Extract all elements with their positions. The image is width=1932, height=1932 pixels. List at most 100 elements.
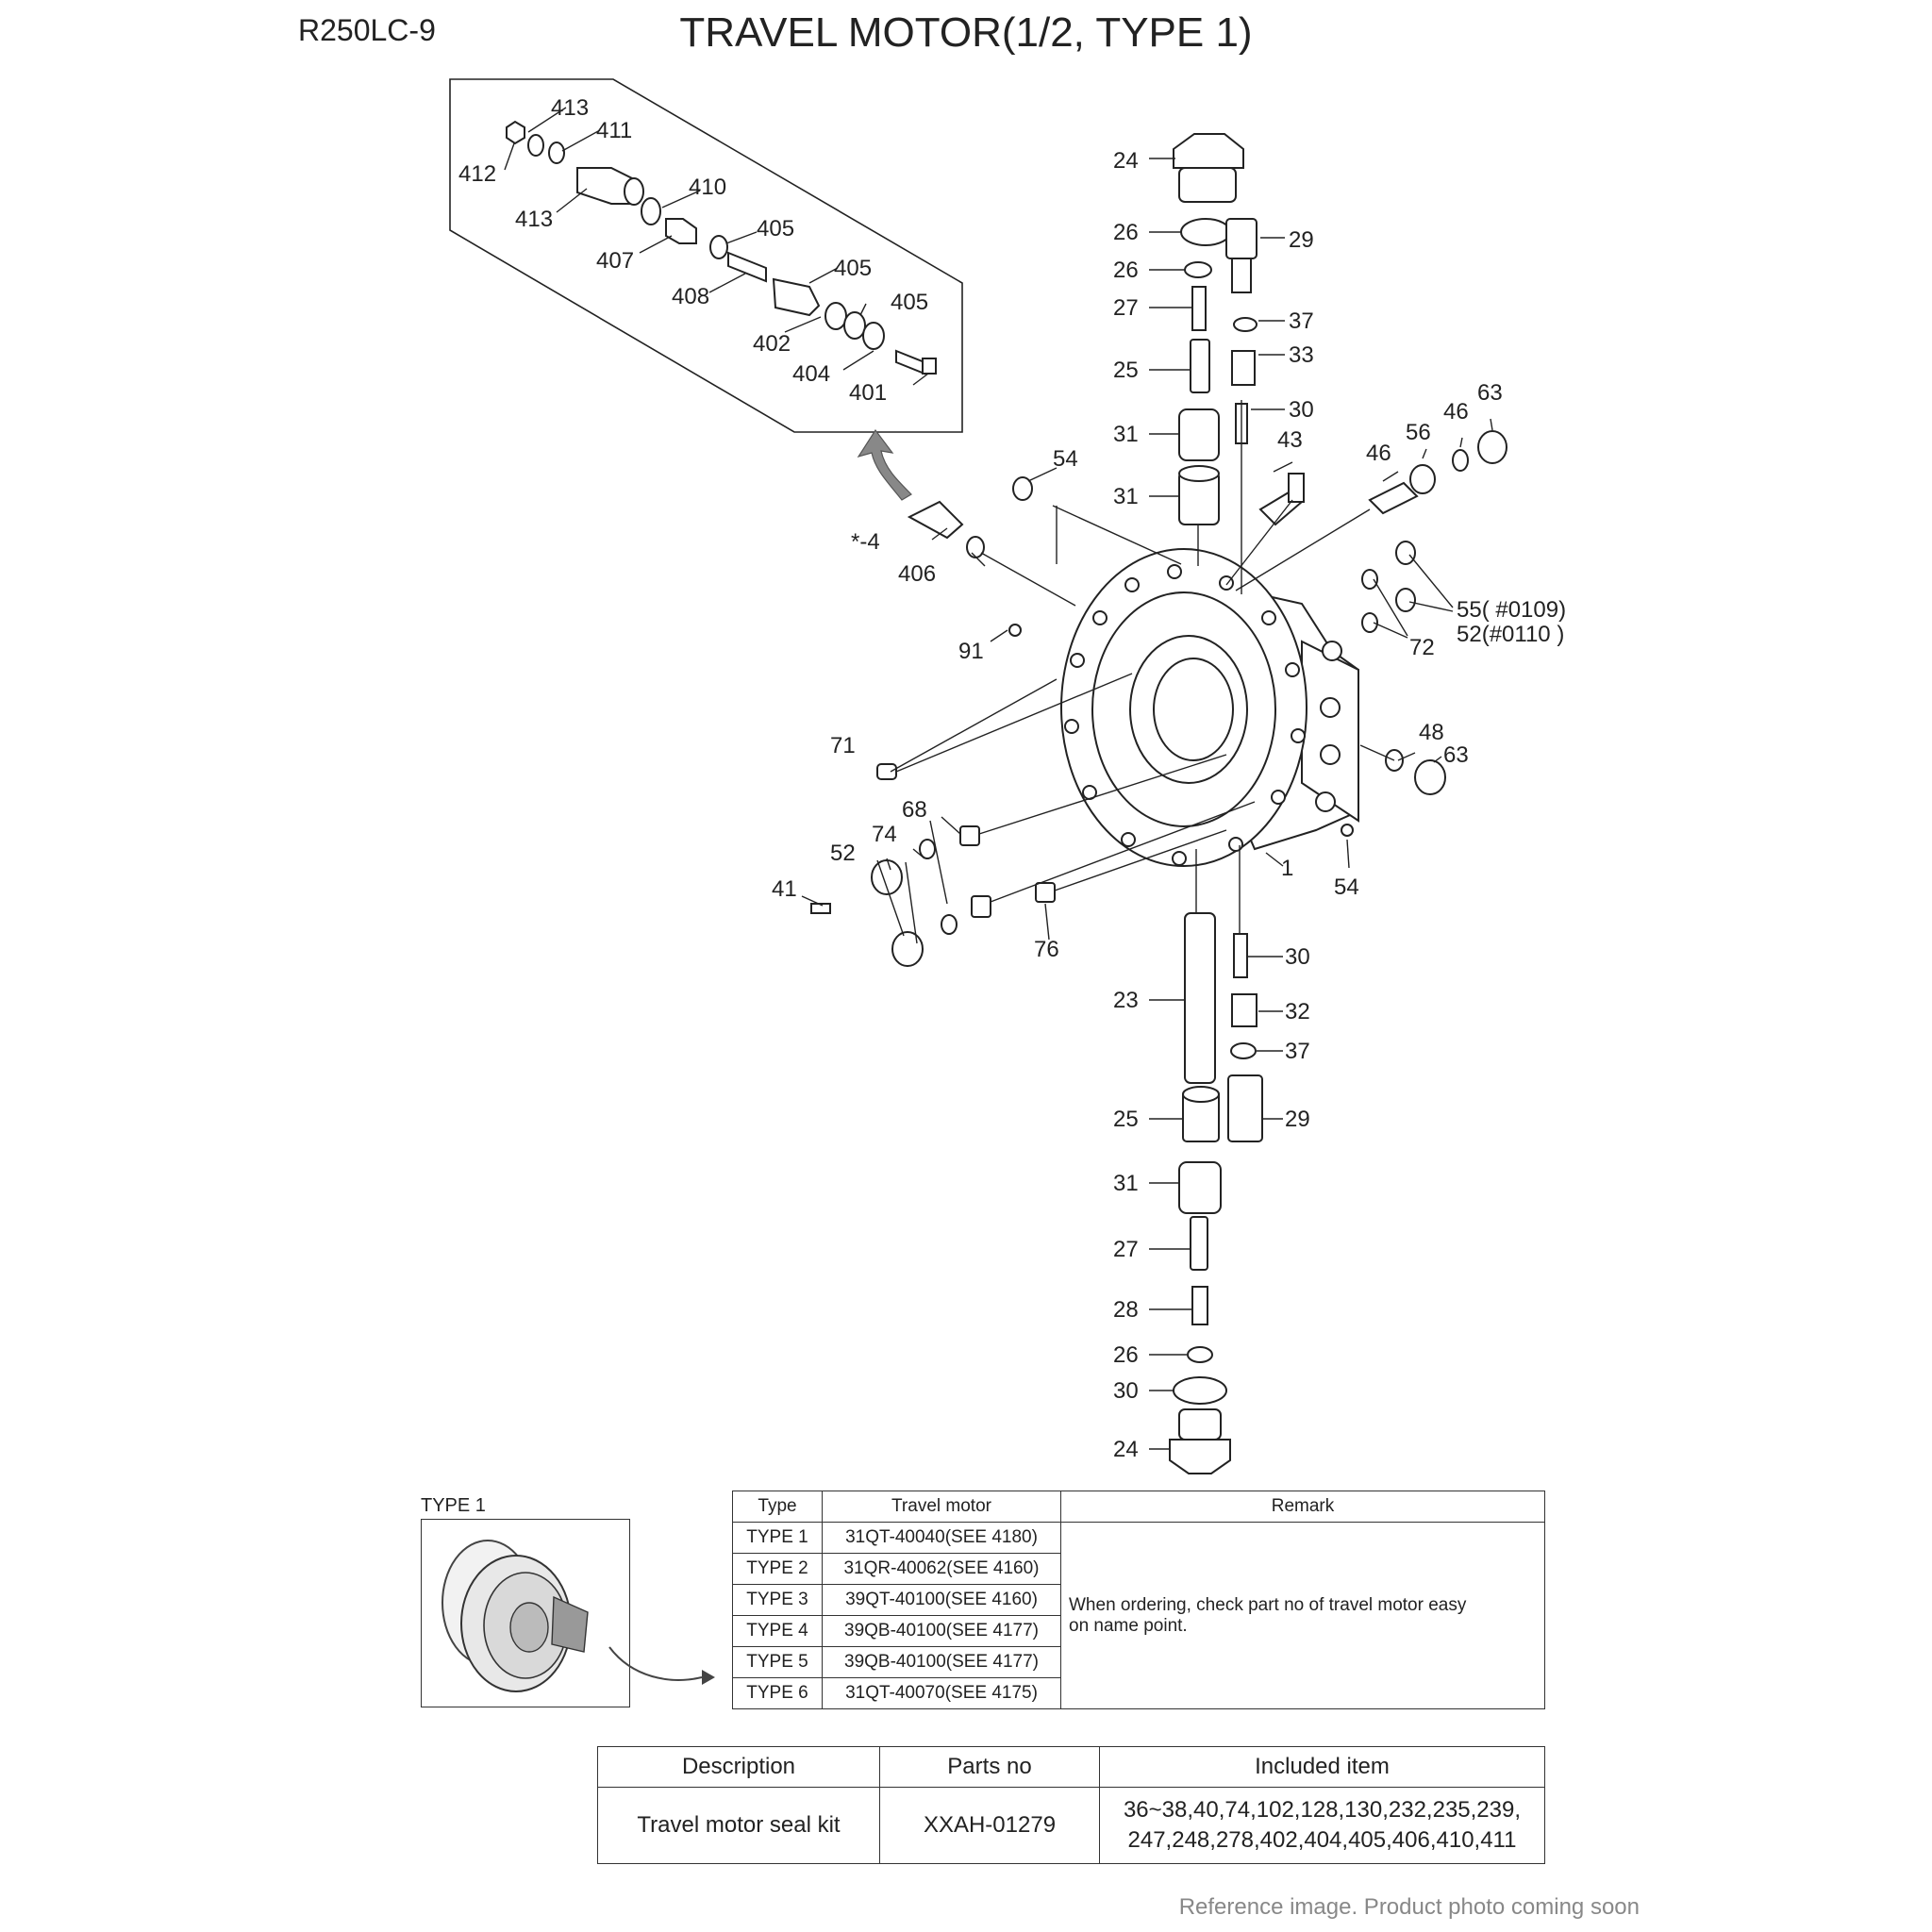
column-header: Type [732, 1491, 823, 1523]
column-header: Included item [1099, 1746, 1545, 1788]
callout-label: 1 [1281, 856, 1293, 881]
callout-label: 26 [1113, 220, 1139, 245]
motor-cell: 39QB-40100(SEE 4177) [822, 1615, 1061, 1647]
motor-cell: 39QB-40100(SEE 4177) [822, 1646, 1061, 1678]
inset-callouts: 413 411 412 413 410 407 405 408 405 402 … [458, 95, 928, 406]
callout-label: 25 [1113, 1107, 1139, 1132]
callout-label: 31 [1113, 484, 1139, 509]
callout-label: 55( #0109) [1457, 597, 1566, 623]
page-title: TRAVEL MOTOR(1/2, TYPE 1) [679, 9, 1253, 56]
table-row: TYPE 5 39QB-40100(SEE 4177) [732, 1646, 1545, 1678]
main-callouts: 24 26 29 26 27 37 25 33 30 31 43 31 54 4… [772, 148, 1566, 1462]
callout-label: 56 [1406, 420, 1431, 445]
included-items-cell: 36~38,40,74,102,128,130,232,235,239, 247… [1099, 1787, 1545, 1864]
remark-line: When ordering, check part no of travel m… [1069, 1594, 1467, 1615]
callout-label: *-4 [851, 529, 880, 555]
inset-detail-frame [449, 78, 963, 433]
type-cell: TYPE 3 [732, 1584, 823, 1616]
motor-cell: 39QT-40100(SEE 4160) [822, 1584, 1061, 1616]
column-header: Travel motor [822, 1491, 1061, 1523]
type-cell: TYPE 4 [732, 1615, 823, 1647]
table-row: TYPE 1 31QT-40040(SEE 4180) When orderin… [732, 1522, 1545, 1709]
travel-motor-photo-icon [441, 1540, 589, 1692]
callout-label: 24 [1113, 148, 1139, 174]
callout-label: 74 [872, 822, 897, 847]
callout-label: 30 [1285, 944, 1310, 970]
column-header: Parts no [879, 1746, 1100, 1788]
callout-label: 27 [1113, 1237, 1139, 1262]
callout-label: 52(#0110 ) [1457, 622, 1564, 647]
seal-kit-table: Description Parts no Included item Trave… [597, 1746, 1545, 1864]
included-line: 247,248,278,402,404,405,406,410,411 [1127, 1827, 1517, 1853]
callout-label: 411 [596, 118, 632, 143]
callout-label: 30 [1289, 397, 1314, 423]
table-row: TYPE 2 31QR-40062(SEE 4160) [732, 1553, 1545, 1585]
callout-label: 406 [898, 561, 936, 587]
curved-arrow-icon [857, 428, 912, 501]
alignment-lines [890, 400, 1395, 934]
type-cell: TYPE 6 [732, 1677, 823, 1709]
callout-label: 407 [596, 248, 634, 274]
table-row: TYPE 6 31QT-40070(SEE 4175) [732, 1677, 1545, 1709]
exploded-parts-diagram: 413 411 412 413 410 407 405 408 405 402 … [449, 78, 1566, 1474]
model-number: R250LC-9 [298, 13, 436, 47]
callout-label: 32 [1285, 999, 1310, 1024]
callout-label: 27 [1113, 295, 1139, 321]
callout-label: 402 [753, 331, 791, 357]
included-line: 36~38,40,74,102,128,130,232,235,239, [1123, 1797, 1522, 1823]
motor-housing [1060, 548, 1359, 867]
motor-cell: 31QT-40070(SEE 4175) [822, 1677, 1061, 1709]
table-row: TYPE 3 39QT-40100(SEE 4160) [732, 1584, 1545, 1616]
remark-cell: When ordering, check part no of travel m… [1060, 1522, 1545, 1709]
table-row: TYPE 4 39QB-40100(SEE 4177) [732, 1615, 1545, 1647]
inset-parts [506, 120, 937, 375]
upper-column-parts [1173, 133, 1257, 525]
callout-label: 23 [1113, 988, 1139, 1013]
pointer-arrow-icon [608, 1646, 715, 1685]
callout-label: 68 [902, 797, 927, 823]
callout-label: 412 [458, 161, 496, 187]
column-header: Description [597, 1746, 880, 1788]
main-leader-lines [801, 158, 1493, 1450]
callout-label: 71 [830, 733, 856, 758]
callout-label: 26 [1113, 258, 1139, 283]
callout-label: 25 [1113, 358, 1139, 383]
callout-label: 91 [958, 639, 984, 664]
type-thumbnail-caption: TYPE 1 [421, 1495, 486, 1516]
type-1-thumbnail [421, 1519, 630, 1707]
table-row: Travel motor seal kit XXAH-01279 36~38,4… [597, 1787, 1545, 1864]
side-parts [810, 430, 1507, 967]
lower-column-parts [1169, 912, 1263, 1474]
callout-label: 405 [891, 290, 928, 315]
callout-label: 401 [849, 380, 887, 406]
callout-label: 46 [1366, 441, 1391, 466]
remark-line: on name point. [1069, 1615, 1188, 1636]
motor-cell: 31QT-40040(SEE 4180) [822, 1522, 1061, 1554]
callout-label: 33 [1289, 342, 1314, 368]
callout-label: 413 [515, 207, 553, 232]
motor-cell: 31QR-40062(SEE 4160) [822, 1553, 1061, 1585]
callout-label: 31 [1113, 1171, 1139, 1196]
callout-label: 29 [1285, 1107, 1310, 1132]
callout-label: 54 [1334, 874, 1359, 900]
inset-leader-lines [504, 107, 929, 386]
description-cell: Travel motor seal kit [597, 1787, 880, 1864]
callout-label: 28 [1113, 1297, 1139, 1323]
callout-label: 63 [1477, 380, 1503, 406]
type-cell: TYPE 2 [732, 1553, 823, 1585]
travel-motor-type-table: Type Travel motor Remark TYPE 1 31QT-400… [732, 1491, 1545, 1709]
reference-note: Reference image. Product photo coming so… [1178, 1894, 1640, 1920]
callout-label: 72 [1409, 635, 1435, 660]
callout-label: 41 [772, 876, 797, 902]
callout-label: 37 [1285, 1039, 1310, 1064]
callout-label: 37 [1289, 308, 1314, 334]
callout-label: 29 [1289, 227, 1314, 253]
callout-label: 413 [551, 95, 589, 121]
parts-no-cell: XXAH-01279 [879, 1787, 1100, 1864]
callout-label: 405 [834, 256, 872, 281]
callout-label: 410 [689, 175, 726, 200]
callout-label: 26 [1113, 1342, 1139, 1368]
callout-label: 24 [1113, 1437, 1139, 1462]
callout-label: 48 [1419, 720, 1444, 745]
callout-label: 52 [830, 841, 856, 866]
